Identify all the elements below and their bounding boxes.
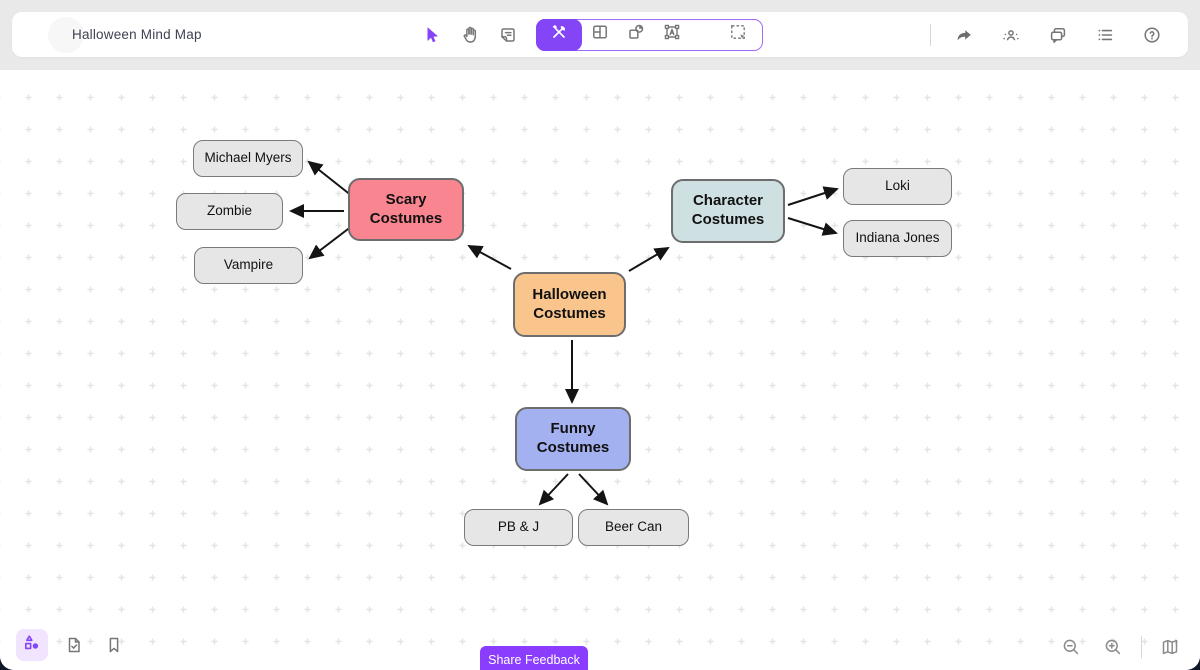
share-arrow-icon [954,25,974,45]
comments-button[interactable] [1044,21,1072,49]
bookmark-button[interactable] [100,631,128,659]
list-button[interactable] [1091,21,1119,49]
left-dock [16,629,128,661]
bookmark-icon [104,635,124,655]
collaborators-button[interactable] [997,21,1025,49]
node-label: Halloween Costumes [532,285,607,322]
right-dock [1057,633,1184,661]
shape-tool-group [535,18,763,51]
marquee-select-tool-button[interactable] [720,20,756,50]
shapes-tool-button[interactable] [618,20,654,50]
minimap-button[interactable] [1156,633,1184,661]
help-button[interactable] [1138,21,1166,49]
mindmap-node-funny[interactable]: Funny Costumes [515,407,631,471]
pan-tool-button[interactable] [456,21,484,49]
zoom-out-icon [1061,637,1081,657]
logo-placeholder [48,17,84,53]
toolkit-tool-button-active[interactable] [535,18,582,51]
node-label: PB & J [497,519,540,535]
minimap-icon [1160,637,1180,657]
marquee-select-icon [728,22,748,47]
select-tool-button[interactable] [418,21,446,49]
mindmap-node-zombie[interactable]: Zombie [176,193,283,230]
dock-divider [1141,636,1142,658]
node-label: Vampire [223,257,274,273]
sticky-note-tool-button[interactable] [494,21,522,49]
node-label: Character Costumes [691,192,765,228]
comments-icon [1048,25,1068,45]
node-label: Zombie [206,203,252,219]
doc-check-button[interactable] [60,631,88,659]
node-label: Indiana Jones [855,230,940,246]
node-label: Michael Myers [204,150,292,166]
node-label: Loki [885,178,910,194]
share-button[interactable] [950,21,978,49]
mindmap-node-vampire[interactable]: Vampire [194,247,303,284]
top-strip: Halloween Mind Map [0,0,1200,70]
layout-tool-button[interactable] [582,20,618,50]
mindmap-node-beercan[interactable]: Beer Can [578,509,689,546]
shapes-icon [626,22,646,47]
mindmap-node-michael[interactable]: Michael Myers [193,140,303,177]
collab-section [930,12,1166,57]
hand-icon [460,25,480,45]
mindmap-node-character[interactable]: Character Costumes [671,179,785,243]
text-frame-tool-button[interactable] [654,20,690,50]
share-feedback-button[interactable]: Share Feedback [480,646,588,670]
cursor-icon [422,25,442,45]
text-frame-icon [662,22,682,47]
zoom-out-button[interactable] [1057,633,1085,661]
doc-check-icon [64,635,84,655]
node-label: Beer Can [604,519,663,535]
document-title[interactable]: Halloween Mind Map [72,27,202,42]
toolkit-icon [549,22,569,47]
mindmap-node-pbj[interactable]: PB & J [464,509,573,546]
tool-section [418,12,763,57]
mindmap-node-indiana[interactable]: Indiana Jones [843,220,952,257]
node-label: Scary Costumes [369,190,443,227]
zoom-in-icon [1103,637,1123,657]
whiteboard-canvas[interactable]: Halloween Costumes Scary Costumes Characte… [0,70,1200,670]
zoom-in-button[interactable] [1099,633,1127,661]
mindmap-node-loki[interactable]: Loki [843,168,952,205]
mindmap-node-halloween[interactable]: Halloween Costumes [513,272,626,337]
dot-grid-background [0,70,1200,670]
toolbar-divider [930,23,931,46]
list-icon [1095,25,1115,45]
help-icon [1142,25,1162,45]
mindmap-node-scary[interactable]: Scary Costumes [348,178,464,241]
shapes-panel-icon [22,633,42,658]
main-toolbar: Halloween Mind Map [12,12,1188,57]
shapes-panel-button[interactable] [16,629,48,661]
collaborators-icon [1001,25,1021,45]
node-label: Funny Costumes [536,420,610,456]
sticky-note-icon [498,25,518,45]
layout-icon [590,22,610,47]
